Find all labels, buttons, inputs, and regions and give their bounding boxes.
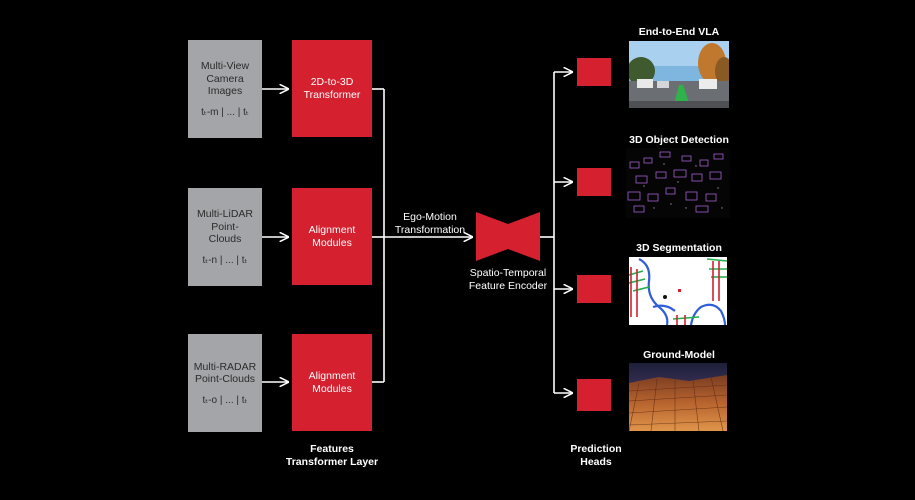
terrain-grid-thumbnail	[629, 363, 727, 431]
output-title-ground: Ground-Model	[643, 349, 715, 361]
lane-segmentation-thumbnail	[629, 257, 727, 325]
lidar-alignment-box: Alignment Modules	[292, 188, 372, 285]
camera-input-label: Multi-View Camera Images	[200, 60, 250, 98]
lidar-input-box: Multi-LiDAR Point-Clouds tₜ-n | ... | tₜ	[188, 188, 262, 286]
lidar-alignment-label: Alignment Modules	[308, 224, 356, 249]
radar-input-box: Multi-RADAR Point-Clouds tₜ-o | ... | tₜ	[188, 334, 262, 432]
prediction-head-vla	[577, 58, 611, 86]
lidar-input-time: tₜ-n | ... | tₜ	[202, 254, 248, 266]
encoder-shape	[476, 212, 540, 261]
features-layer-caption: Features Transformer Layer	[285, 443, 379, 468]
lidar-input-label: Multi-LiDAR Point-Clouds	[196, 208, 253, 246]
prediction-head-ground	[577, 379, 611, 411]
prediction-head-detection	[577, 168, 611, 196]
encoder-caption: Spatio-Temporal Feature Encoder	[468, 267, 548, 292]
output-title-segmentation: 3D Segmentation	[636, 242, 722, 254]
radar-alignment-box: Alignment Modules	[292, 334, 372, 431]
output-title-vla: End-to-End VLA	[638, 26, 720, 38]
camera-transformer-label: 2D-to-3D Transformer	[303, 76, 361, 101]
ego-motion-caption: Ego-Motion Transformation	[394, 211, 466, 236]
camera-transformer-box: 2D-to-3D Transformer	[292, 40, 372, 137]
camera-input-box: Multi-View Camera Images tₜ-m | ... | tₜ	[188, 40, 262, 138]
radar-input-label: Multi-RADAR Point-Clouds	[193, 360, 257, 386]
prediction-head-segmentation	[577, 275, 611, 303]
radar-input-time: tₜ-o | ... | tₜ	[202, 394, 248, 406]
prediction-heads-caption: Prediction Heads	[570, 443, 622, 468]
output-title-detection: 3D Object Detection	[629, 134, 729, 146]
camera-input-time: tₜ-m | ... | tₜ	[201, 106, 249, 118]
road-scene-thumbnail	[629, 41, 729, 108]
lidar-bbox-thumbnail	[626, 148, 730, 218]
radar-alignment-label: Alignment Modules	[308, 370, 356, 395]
